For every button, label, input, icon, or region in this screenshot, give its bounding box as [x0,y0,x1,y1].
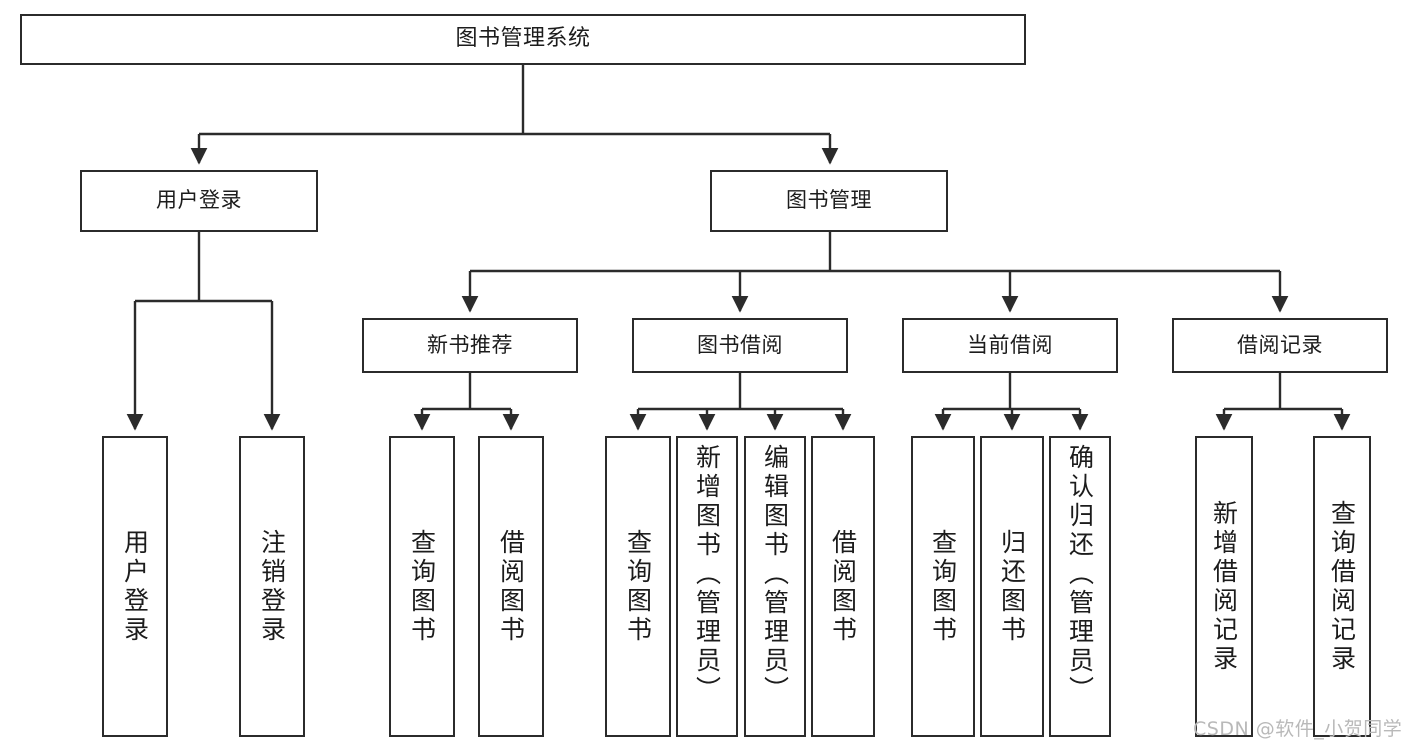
node-leaf-query-record-label: 查询借阅记录 [1327,499,1357,674]
node-book-manage-label: 图书管理 [786,188,872,213]
node-leaf-user-login-label: 用户登录 [120,528,150,645]
node-leaf-add-book[interactable]: 新增图书（管理员） [676,436,738,737]
node-leaf-query-book-3-label: 查询图书 [928,528,958,645]
node-leaf-borrow-book-1[interactable]: 借阅图书 [478,436,544,737]
node-leaf-add-book-label: 新增图书（管理员） [692,444,722,705]
node-leaf-user-login[interactable]: 用户登录 [102,436,168,737]
node-leaf-confirm-return[interactable]: 确认归还（管理员） [1049,436,1111,737]
node-leaf-logout[interactable]: 注销登录 [239,436,305,737]
node-leaf-query-book-3[interactable]: 查询图书 [911,436,975,737]
node-leaf-query-record[interactable]: 查询借阅记录 [1313,436,1371,737]
node-root[interactable]: 图书管理系统 [20,14,1026,65]
node-leaf-confirm-return-label: 确认归还（管理员） [1065,444,1095,705]
node-leaf-query-book-1[interactable]: 查询图书 [389,436,455,737]
node-leaf-query-book-1-label: 查询图书 [407,528,437,645]
node-root-label: 图书管理系统 [455,26,591,52]
node-borrow-record[interactable]: 借阅记录 [1172,318,1388,373]
node-leaf-query-book-2[interactable]: 查询图书 [605,436,671,737]
node-leaf-return-book[interactable]: 归还图书 [980,436,1044,737]
node-leaf-edit-book[interactable]: 编辑图书（管理员） [744,436,806,737]
node-leaf-add-record[interactable]: 新增借阅记录 [1195,436,1253,737]
node-book-borrow-label: 图书借阅 [697,332,783,357]
node-leaf-borrow-book-2-label: 借阅图书 [828,528,858,645]
node-current-borrow[interactable]: 当前借阅 [902,318,1118,373]
node-user-login[interactable]: 用户登录 [80,170,318,232]
node-leaf-borrow-book-2[interactable]: 借阅图书 [811,436,875,737]
node-leaf-return-book-label: 归还图书 [997,528,1027,645]
node-leaf-query-book-2-label: 查询图书 [623,528,653,645]
node-leaf-edit-book-label: 编辑图书（管理员） [760,444,790,705]
node-leaf-borrow-book-1-label: 借阅图书 [496,528,526,645]
node-user-login-label: 用户登录 [156,188,242,213]
node-borrow-record-label: 借阅记录 [1237,332,1323,357]
node-leaf-add-record-label: 新增借阅记录 [1209,499,1239,674]
node-book-borrow[interactable]: 图书借阅 [632,318,848,373]
node-leaf-logout-label: 注销登录 [257,528,287,645]
node-new-book-recommend-label: 新书推荐 [427,332,513,357]
node-book-manage[interactable]: 图书管理 [710,170,948,232]
node-current-borrow-label: 当前借阅 [967,332,1053,357]
node-new-book-recommend[interactable]: 新书推荐 [362,318,578,373]
